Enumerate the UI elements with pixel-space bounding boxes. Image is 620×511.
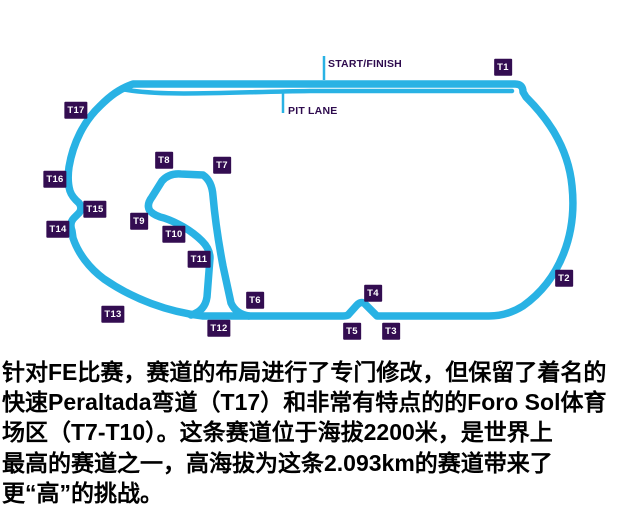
stadium-section [144, 170, 253, 320]
turn-marker-t2: T2 [555, 269, 573, 287]
description-line: 快速Peraltada弯道（T17）和非常有特点的的Foro Sol体育 [2, 389, 607, 416]
description-line: 最高的赛道之一，高海拔为这条2.093km的赛道带来了 [2, 449, 553, 476]
track-outline [64, 80, 577, 320]
turn-marker-t11: T11 [187, 250, 211, 268]
turn-marker-t1: T1 [494, 58, 512, 76]
turn-marker-t8: T8 [155, 151, 173, 169]
turn-marker-t15: T15 [83, 200, 107, 218]
turn-marker-t12: T12 [207, 319, 231, 337]
turn-marker-t4: T4 [364, 284, 382, 302]
turn-marker-t10: T10 [162, 225, 186, 243]
turn-marker-t17: T17 [64, 101, 88, 119]
start-finish-label: START/FINISH [328, 58, 402, 70]
description-line: 场区（T7-T10）。这条赛道位于海拔2200米，是世界上 [2, 419, 553, 446]
description-line: 针对FE比赛，赛道的布局进行了专门修改，但保留了着名的 [2, 359, 607, 385]
pit-lane-label: PIT LANE [288, 105, 338, 117]
turn-marker-t6: T6 [246, 291, 264, 309]
turn-marker-t7: T7 [213, 156, 231, 174]
description-text: 针对FE比赛，赛道的布局进行了专门修改，但保留了着名的快速Peraltada弯道… [2, 357, 618, 508]
turn-marker-t13: T13 [101, 305, 125, 323]
pit-lane-line [119, 86, 515, 96]
turn-marker-t16: T16 [43, 170, 67, 188]
description-line: 更“高”的挑战。 [2, 479, 163, 506]
turn-marker-t9: T9 [130, 212, 148, 230]
turn-marker-t5: T5 [343, 322, 361, 340]
turn-marker-t14: T14 [46, 220, 70, 238]
track-map-svg [64, 56, 577, 320]
turn-marker-t3: T3 [382, 322, 400, 340]
